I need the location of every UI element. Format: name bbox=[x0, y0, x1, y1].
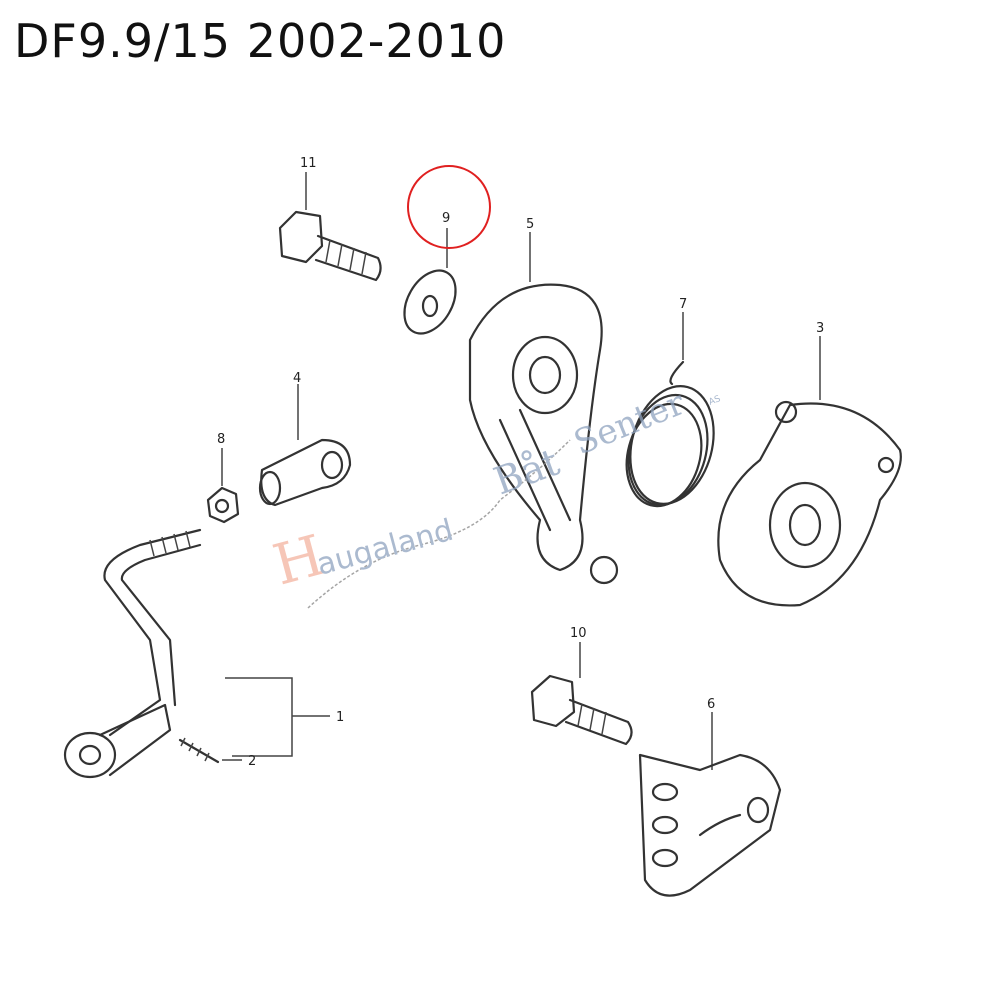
label-11: 11 bbox=[300, 156, 317, 171]
part-4-connector[interactable] bbox=[258, 384, 352, 507]
label-2: 2 bbox=[248, 754, 256, 769]
watermark-as: AS bbox=[707, 394, 722, 408]
label-5: 5 bbox=[526, 217, 534, 232]
watermark-logo: H augaland Båt Senter AS bbox=[267, 383, 722, 609]
highlight-circle bbox=[407, 165, 491, 249]
label-8: 8 bbox=[217, 432, 225, 447]
part-5-lever[interactable] bbox=[468, 232, 619, 585]
part-10-bolt[interactable] bbox=[530, 642, 633, 746]
watermark-augaland: augaland bbox=[313, 513, 457, 583]
label-3: 3 bbox=[816, 321, 824, 336]
watermark-baat: Båt bbox=[488, 440, 565, 504]
part-2-pin[interactable] bbox=[178, 737, 242, 764]
label-4: 4 bbox=[293, 371, 301, 386]
part-7-spring[interactable] bbox=[616, 312, 726, 515]
part-1-rod[interactable] bbox=[63, 528, 330, 779]
label-9: 9 bbox=[442, 211, 450, 226]
label-7: 7 bbox=[679, 297, 687, 312]
page-title: DF9.9/15 2002-2010 bbox=[14, 14, 507, 68]
part-9-washer[interactable] bbox=[394, 228, 466, 342]
part-8-nut[interactable] bbox=[206, 448, 240, 524]
label-6: 6 bbox=[707, 697, 715, 712]
label-1: 1 bbox=[336, 710, 344, 725]
part-6-bracket[interactable] bbox=[638, 712, 782, 897]
part-11-bolt[interactable] bbox=[278, 172, 382, 282]
label-10: 10 bbox=[570, 626, 587, 641]
part-3-cam[interactable] bbox=[717, 336, 902, 607]
